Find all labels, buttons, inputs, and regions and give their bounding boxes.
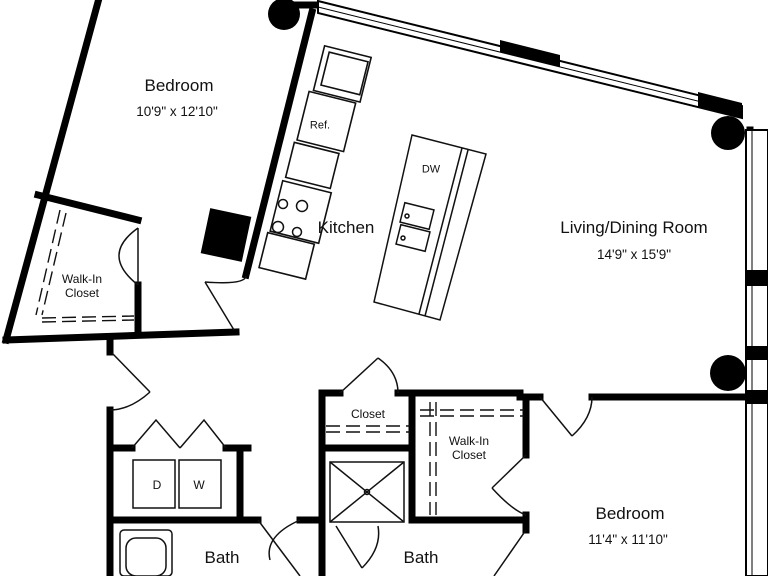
closet-label: Closet (350, 407, 386, 422)
bath-2-label: Bath (403, 548, 439, 568)
doors (109, 227, 593, 576)
refrigerator-label: Ref. (309, 119, 331, 132)
walk-in-closet-1-label: Walk-In Closet (61, 272, 103, 301)
columns (200, 0, 746, 391)
bedroom-2-label: Bedroom (595, 504, 665, 524)
bedroom-1-size: 10'9" x 12'10" (136, 104, 218, 120)
walk-in-closet-2-line2: Closet (451, 448, 487, 462)
windows (317, 0, 768, 576)
bedroom-2-size: 11'4" x 11'10" (588, 532, 668, 548)
kitchen-label: Kitchen (317, 218, 375, 238)
washer-label: W (193, 478, 205, 493)
walk-in-closet-1-line1: Walk-In (61, 272, 103, 287)
walk-in-closet-2-label: Walk-In Closet (448, 434, 490, 463)
walk-in-closet-1-line2: Closet (64, 286, 100, 300)
dryer-label: D (152, 478, 162, 493)
dishwasher-label: DW (421, 163, 441, 176)
living-dining-size: 14'9" x 15'9" (596, 247, 672, 263)
closet-shelves (35, 209, 524, 515)
kitchen-island (373, 134, 487, 321)
walk-in-closet-2-line1: Walk-In (448, 434, 490, 449)
bedroom-1-label: Bedroom (144, 76, 214, 96)
living-dining-label: Living/Dining Room (560, 218, 708, 238)
bath-1-label: Bath (204, 548, 240, 568)
stove (271, 198, 309, 238)
